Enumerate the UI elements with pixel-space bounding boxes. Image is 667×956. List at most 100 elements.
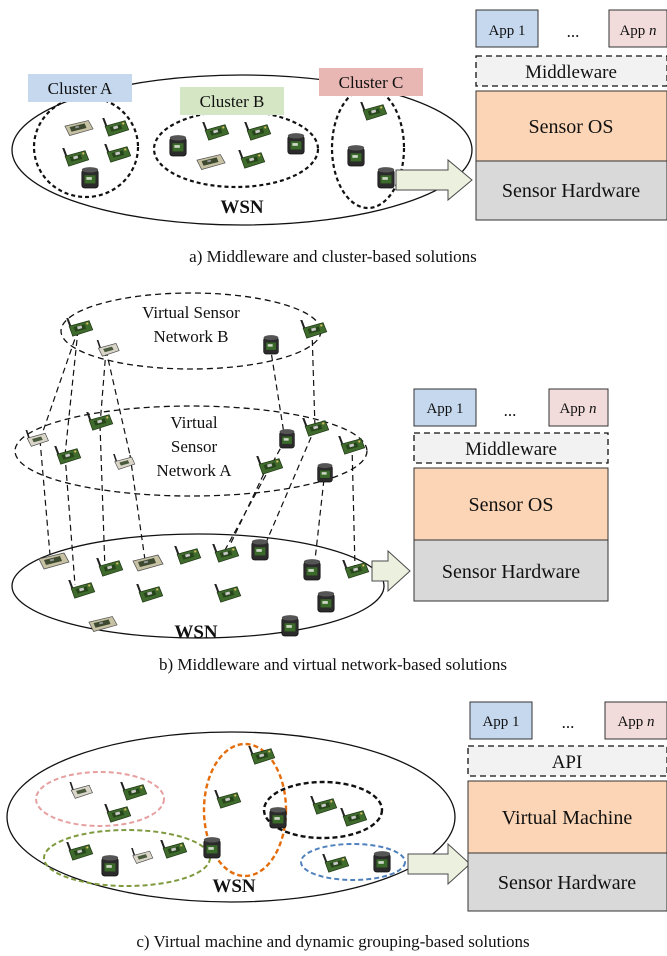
sensor-mote-icon	[104, 144, 132, 164]
sensor-canister-icon	[279, 428, 295, 449]
wsn-ellipse	[11, 74, 473, 226]
sensor-mote-icon	[338, 436, 366, 456]
pink-group	[35, 771, 165, 827]
sensor-mote-icon	[300, 320, 328, 340]
app-1-box	[469, 701, 533, 740]
sensor-board-icon	[132, 554, 164, 572]
sensor-hardware-label: Sensor Hardware	[498, 872, 636, 894]
caption-c: c) Virtual machine and dynamic grouping-…	[136, 932, 529, 951]
sensor-mote-icon	[256, 456, 284, 476]
arrow-icon	[395, 158, 473, 202]
panel-b: Virtual Sensor Network B Virtual Sensor …	[11, 292, 609, 674]
sensor-board-icon	[96, 340, 120, 358]
vsn-b-line1: Virtual Sensor	[142, 303, 240, 322]
cluster-c-label-bg	[319, 68, 423, 96]
sensor-board-icon	[38, 552, 70, 570]
sensor-mote-icon	[202, 122, 230, 142]
sensor-canister-icon	[317, 462, 333, 483]
middleware-layer	[413, 432, 609, 464]
sensor-canister-icon	[287, 132, 305, 155]
wsn-label: WSN	[212, 876, 256, 897]
middleware-label: Middleware	[525, 62, 617, 83]
sensor-mote-icon	[340, 808, 368, 828]
sensor-mote-icon	[310, 796, 338, 816]
sensor-hardware-layer	[413, 539, 609, 602]
green-group	[43, 829, 211, 887]
app-n-box	[608, 9, 667, 48]
api-layer	[467, 745, 667, 777]
sensor-os-label: Sensor OS	[528, 116, 613, 138]
sensor-mote-icon	[120, 782, 148, 802]
sensor-canister-icon	[281, 614, 299, 637]
wsn-label: WSN	[220, 197, 264, 218]
vsn-a-line1: Virtual	[170, 413, 217, 432]
sensor-mote-icon	[54, 446, 82, 466]
sensor-mote-icon	[322, 854, 350, 874]
app-1-box	[475, 9, 539, 48]
app-1-label: App 1	[482, 714, 519, 730]
sensor-mote-icon	[62, 148, 90, 168]
caption-a: a) Middleware and cluster-based solution…	[189, 247, 477, 266]
cluster-a-text: Cluster A	[48, 79, 113, 98]
sensor-canister-icon	[269, 806, 287, 829]
blue-group	[300, 843, 406, 881]
sensor-mote-icon	[174, 546, 202, 566]
sensor-canister-icon	[203, 836, 221, 859]
wsn-ellipse	[11, 533, 385, 639]
cluster-a-label: Cluster A	[28, 74, 132, 102]
sensor-canister-icon	[101, 854, 119, 877]
app-n-box	[548, 388, 609, 427]
caption-b: b) Middleware and virtual network-based …	[159, 655, 507, 674]
app-n-label: App n	[559, 401, 596, 417]
app-1-label: App 1	[488, 23, 525, 39]
sensor-canister-icon	[251, 538, 269, 561]
cluster-b-label-bg	[180, 87, 284, 115]
sensor-canister-icon	[169, 134, 187, 157]
sensor-board-icon	[196, 154, 226, 170]
stack-c: App 1 ... App n API Virtual Machine Sens…	[467, 701, 667, 912]
sensor-mote-icon	[212, 544, 240, 564]
sensor-mote-icon	[214, 790, 242, 810]
sensor-canister-icon	[377, 166, 395, 189]
sensor-mote-icon	[96, 558, 124, 578]
sensor-mote-icon	[66, 318, 94, 338]
vsn-a-line3: Network A	[156, 461, 232, 480]
virtual-links	[39, 329, 356, 586]
sensor-mote-icon	[102, 118, 130, 138]
api-label: API	[552, 752, 583, 773]
app-1-label: App 1	[426, 401, 463, 417]
vsn-b-line2: Network B	[153, 327, 228, 346]
app-n-box	[604, 701, 667, 740]
cluster-b-group	[152, 109, 320, 189]
sensor-board-icon	[64, 120, 94, 136]
sensor-os-label: Sensor OS	[468, 494, 553, 516]
sensor-canister-icon	[303, 558, 321, 581]
sensor-os-layer	[475, 90, 667, 162]
stack-a: App 1 ... App n Middleware Sensor OS Sen…	[475, 9, 667, 221]
sensor-mote-icon	[160, 840, 188, 860]
sensor-mote-icon	[68, 580, 96, 600]
sensor-board-icon	[69, 782, 94, 800]
sensor-mote-icon	[214, 584, 242, 604]
app-n-label: App n	[619, 23, 656, 39]
cluster-c-group	[330, 86, 406, 210]
sensor-mote-icon	[86, 412, 114, 432]
ellipsis-label: ...	[504, 401, 517, 420]
panel-c: WSN App 1 ... App n API Virtual Machine …	[6, 701, 667, 951]
sensor-mote-icon	[104, 804, 132, 824]
sensor-canister-icon	[317, 590, 335, 613]
sensor-canister-icon	[373, 850, 391, 873]
sensor-hardware-label: Sensor Hardware	[502, 180, 640, 202]
sensor-board-icon	[131, 848, 154, 865]
sensor-hardware-layer	[475, 160, 667, 221]
sensor-mote-icon	[238, 150, 266, 170]
sensor-canister-icon	[81, 166, 99, 189]
cluster-c-text: Cluster C	[339, 73, 404, 92]
sensor-hardware-label: Sensor Hardware	[442, 561, 580, 583]
sensor-mote-icon	[302, 418, 330, 438]
app-n-label: App n	[617, 714, 654, 730]
ellipsis-label: ...	[567, 22, 580, 41]
vsn-a-ellipse	[14, 405, 368, 497]
cluster-a-label-bg	[28, 74, 132, 102]
